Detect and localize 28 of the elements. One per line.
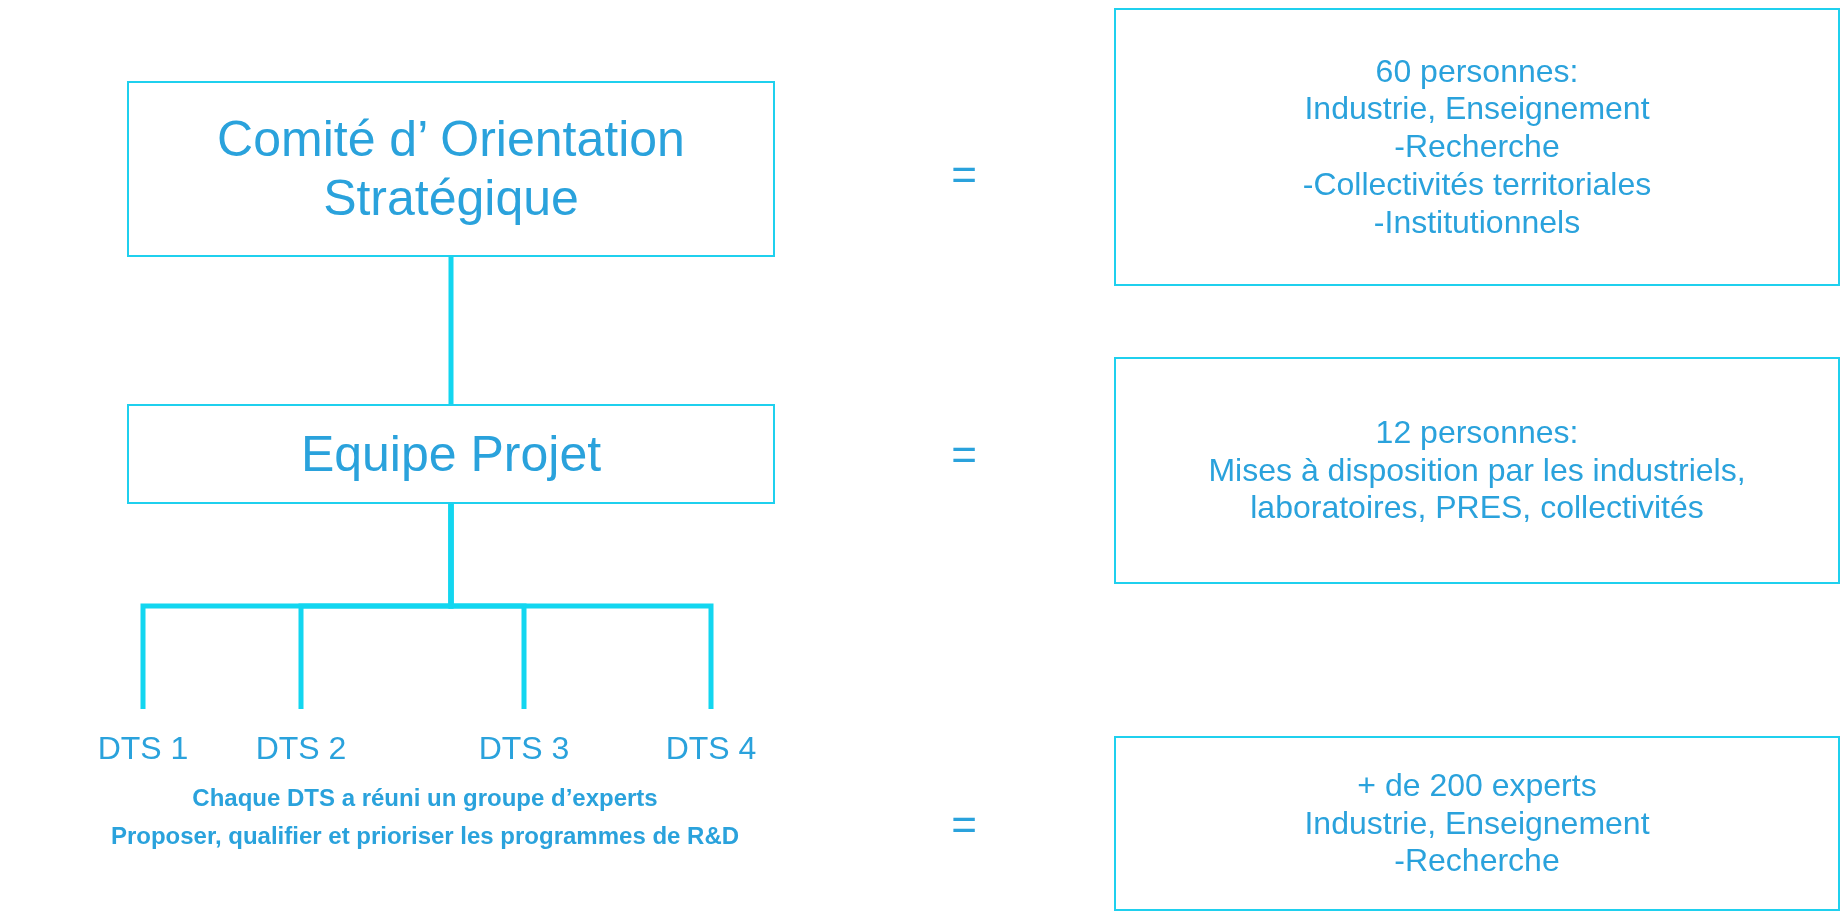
org-box	[1114, 736, 1840, 911]
box-text: -Recherche	[1394, 128, 1560, 166]
box-text: Industrie, Enseignement	[1304, 90, 1650, 129]
group-label: DTS 2	[255, 730, 347, 768]
box-text: 12 personnes:	[1375, 413, 1579, 452]
connector-line	[448, 504, 714, 709]
group-label: DTS 4	[665, 730, 757, 768]
box-text: Comité d’ Orientation Stratégique	[216, 110, 686, 228]
box-text: Industrie, Enseignement	[1304, 804, 1650, 843]
caption-text: Chaque DTS a réuni un groupe d’experts	[191, 783, 659, 813]
org-box	[127, 404, 775, 504]
connector-line	[448, 257, 454, 404]
equals-sign: =	[950, 429, 978, 481]
box-text: Mises à disposition par les industriels, laboratoires, PRES, collectivités	[1207, 451, 1747, 528]
box-text: -Institutionnels	[1373, 203, 1581, 242]
caption-text: Proposer, qualifier et prioriser les programmes de R&D	[109, 821, 741, 851]
box-text: 60 personnes:	[1375, 52, 1579, 91]
box-text: -Recherche	[1394, 842, 1560, 881]
box-text: -Collectivités territoriales	[1302, 165, 1652, 204]
equals-sign: =	[950, 149, 978, 201]
box-text: + de 200 experts	[1357, 766, 1597, 805]
group-label: DTS 1	[97, 730, 189, 768]
equals-sign: =	[950, 799, 978, 851]
org-box	[127, 81, 775, 257]
box-text: Equipe Projet	[300, 424, 602, 484]
org-box	[1114, 357, 1840, 584]
group-label: DTS 3	[478, 730, 570, 768]
org-box	[1114, 8, 1840, 286]
